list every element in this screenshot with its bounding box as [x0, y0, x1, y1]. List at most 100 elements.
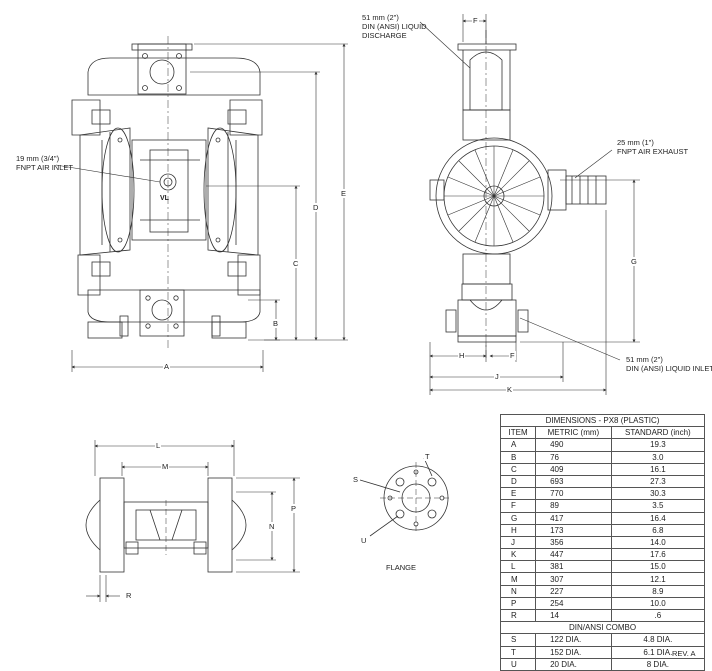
row-item: J — [499, 535, 537, 550]
row-standard: 12.1 — [610, 572, 706, 586]
row-item: B — [499, 450, 537, 464]
row-item: E — [499, 487, 537, 501]
flange-caption: FLANGE — [386, 563, 417, 572]
row-standard: 3.5 — [610, 499, 706, 513]
liquid-inlet-callout: 51 mm (2") DIN (ANSI) LIQUID INLET — [626, 355, 712, 373]
row-metric: 20 DIA. — [535, 657, 612, 671]
row-metric: 381 — [535, 560, 612, 574]
row-item: S — [499, 633, 537, 647]
row-standard: 17.6 — [610, 548, 706, 562]
row-metric: 76 — [535, 450, 612, 464]
row-item: D — [499, 474, 537, 489]
row-metric: 173 — [535, 523, 612, 537]
row-item: M — [499, 572, 537, 586]
row-metric: 122 DIA. — [535, 633, 612, 647]
row-metric: 417 — [535, 511, 612, 525]
discharge-callout: 51 mm (2") DIN (ANSI) LIQUID DISCHARGE — [362, 13, 427, 40]
table-title: DIMENSIONS - PX8 (PLASTIC) — [500, 413, 705, 428]
header-item: ITEM — [499, 426, 537, 440]
row-standard: 8.9 — [610, 584, 706, 598]
dim-label-b: B — [272, 319, 280, 328]
row-metric: 447 — [535, 548, 612, 562]
dim-label-j: J — [494, 372, 500, 381]
dim-label-t: T — [424, 452, 431, 461]
plan-view — [85, 477, 247, 573]
dim-label-s: S — [352, 475, 360, 484]
dim-label-l: L — [155, 441, 162, 450]
row-metric: 307 — [535, 572, 612, 586]
row-item: L — [499, 560, 537, 574]
pump-badge: VL — [160, 195, 169, 202]
row-item: H — [499, 523, 537, 537]
row-item: P — [499, 596, 537, 611]
row-item: A — [499, 438, 537, 452]
row-item: C — [499, 462, 537, 476]
front-view — [71, 36, 263, 348]
dim-label-k: K — [506, 385, 514, 394]
header-metric: METRIC (mm) — [535, 426, 612, 440]
row-metric: 770 — [535, 487, 612, 501]
row-item: K — [499, 548, 537, 562]
combo-title: DIN/ANSI COMBO — [500, 621, 705, 635]
dim-label-f-bottom: F — [509, 351, 516, 360]
front-view-dimensions — [55, 43, 348, 372]
row-standard: 15.0 — [610, 560, 706, 574]
dim-label-n: N — [268, 522, 276, 531]
plan-view-dimensions — [86, 440, 300, 602]
dim-label-a: A — [163, 362, 171, 371]
dim-label-f-top: F — [472, 16, 479, 25]
row-item: F — [499, 499, 537, 513]
row-item: U — [499, 657, 537, 671]
row-standard: 3.0 — [610, 450, 706, 464]
header-standard: STANDARD (inch) — [610, 426, 706, 440]
row-item: G — [499, 511, 537, 525]
row-standard: 6.1 DIA. — [610, 645, 706, 659]
row-metric: 356 — [535, 535, 612, 550]
air-exhaust-callout: 25 mm (1") FNPT AIR EXHAUST — [617, 138, 689, 156]
flange-view — [359, 457, 452, 537]
row-standard: 19.3 — [610, 438, 706, 452]
row-standard: 4.8 DIA. — [610, 633, 706, 647]
dimensions-table: DIMENSIONS - PX8 (PLASTIC) ITEM METRIC (… — [499, 413, 706, 671]
table-header-row: ITEM METRIC (mm) STANDARD (inch) — [499, 426, 706, 440]
row-standard: 8 DIA. — [610, 657, 706, 671]
dim-label-d: D — [312, 203, 320, 212]
dim-label-h: H — [458, 351, 466, 360]
row-standard: 16.1 — [610, 462, 706, 476]
dim-label-r: R — [125, 591, 133, 600]
row-standard: 27.3 — [610, 474, 706, 489]
row-standard: .6 — [610, 608, 706, 623]
row-metric: 14 — [535, 608, 612, 623]
dim-label-m: M — [161, 462, 170, 471]
row-standard: 14.0 — [610, 535, 706, 550]
dim-label-p: P — [290, 504, 298, 513]
row-standard: 30.3 — [610, 487, 706, 501]
row-metric: 254 — [535, 596, 612, 611]
row-metric: 693 — [535, 474, 612, 489]
dim-label-e: E — [340, 189, 348, 198]
row-item: N — [499, 584, 537, 598]
row-metric: 409 — [535, 462, 612, 476]
row-standard: 16.4 — [610, 511, 706, 525]
dim-label-g: G — [630, 257, 638, 266]
dim-label-c: C — [292, 259, 300, 268]
